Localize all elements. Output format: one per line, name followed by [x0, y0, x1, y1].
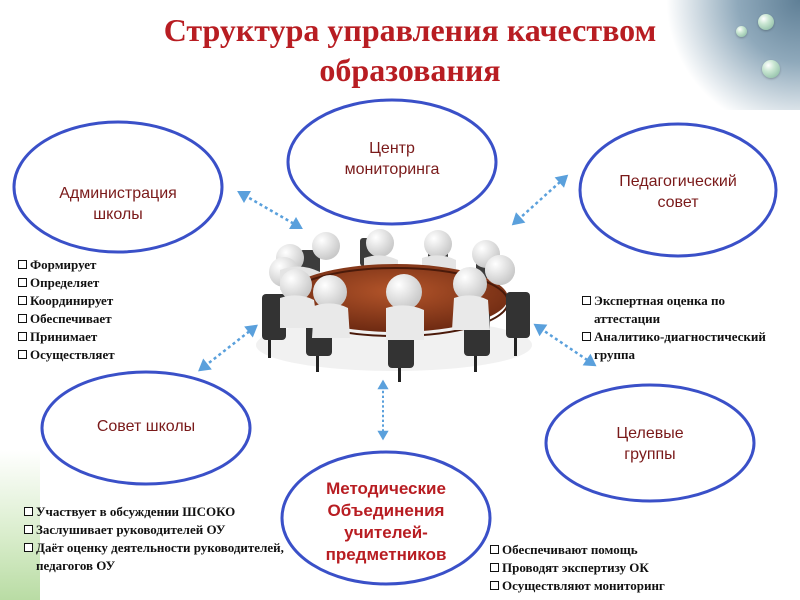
list-item-text: Даёт оценку деятельности руководителей, …	[36, 540, 284, 573]
node-target-groups-line-2: группы	[624, 446, 676, 463]
title-line-1: Структура управления качеством	[163, 12, 657, 48]
list-item: Принимает	[18, 328, 198, 346]
ellipse-pedsovet	[578, 122, 778, 258]
list-item-text: Обеспечивают помощь	[502, 542, 638, 557]
list-item: Даёт оценку деятельности руководителей, …	[24, 539, 286, 575]
list-item: Проводят экспертизу ОК	[490, 559, 740, 577]
node-method-line-2: Объединения	[327, 501, 445, 520]
checkbox-bullet-icon	[18, 296, 27, 305]
water-drop	[758, 14, 774, 30]
arrow-school-center	[192, 317, 264, 379]
list-item-text: Участвует в обсуждении ШСОКО	[36, 504, 236, 519]
list-item-text: Осуществляет	[30, 347, 115, 362]
node-pedsovet-label: Педагогический совет	[588, 171, 768, 213]
ellipse-monitoring	[286, 98, 498, 226]
node-admin-line-2: школы	[93, 206, 143, 223]
node-method-line-1: Методические	[326, 479, 446, 498]
list-item-text: Обеспечивает	[30, 311, 112, 326]
list-item: Координирует	[18, 292, 198, 310]
node-school-council-label: Совет школы	[56, 416, 236, 437]
list-item: Заслушивает руководителей ОУ	[24, 521, 286, 539]
list-item-text: Заслушивает руководителей ОУ	[36, 522, 226, 537]
list-item: Аналитико-диагностический группа	[582, 328, 792, 364]
admin-functions-list: Формирует Определяет Координирует Обеспе…	[18, 256, 198, 364]
list-item: Формирует	[18, 256, 198, 274]
checkbox-bullet-icon	[490, 581, 499, 590]
list-item: Экспертная оценка по аттестации	[582, 292, 792, 328]
node-admin-label: Администрация школы	[28, 183, 208, 225]
list-item: Участвует в обсуждении ШСОКО	[24, 503, 286, 521]
list-item: Осуществляет	[18, 346, 198, 364]
checkbox-bullet-icon	[18, 260, 27, 269]
ellipse-admin	[12, 120, 224, 254]
node-monitoring-label: Центр мониторинга	[302, 138, 482, 180]
meeting-table-illustration	[256, 229, 532, 382]
checkbox-bullet-icon	[24, 543, 33, 552]
arrow-pedsovet-center	[505, 168, 575, 232]
title-line-2: образования	[319, 52, 501, 88]
checkbox-bullet-icon	[18, 332, 27, 341]
checkbox-bullet-icon	[490, 545, 499, 554]
node-target-groups-label: Целевые группы	[560, 423, 740, 465]
node-monitoring-line-1: Центр	[369, 140, 415, 157]
list-item-text: Координирует	[30, 293, 114, 308]
checkbox-bullet-icon	[18, 278, 27, 287]
checkbox-bullet-icon	[490, 563, 499, 572]
node-pedsovet-line-2: совет	[657, 194, 699, 211]
arrow-method-center	[376, 378, 390, 442]
background-green-corner	[0, 450, 40, 600]
target-groups-functions-list: Обеспечивают помощь Проводят экспертизу …	[490, 541, 740, 595]
pedsovet-functions-list: Экспертная оценка по аттестации Аналитик…	[582, 292, 792, 364]
arrow-admin-center	[232, 183, 308, 237]
list-item: Обеспечивает	[18, 310, 198, 328]
list-item-text: Определяет	[30, 275, 100, 290]
list-item-text: Осуществляют мониторинг	[502, 578, 665, 593]
list-item-text: Аналитико-диагностический группа	[594, 329, 766, 362]
checkbox-bullet-icon	[24, 525, 33, 534]
background-blue-corner	[660, 0, 800, 110]
water-drop	[736, 26, 747, 37]
checkbox-bullet-icon	[18, 350, 27, 359]
ellipse-school-council	[40, 370, 252, 486]
checkbox-bullet-icon	[582, 296, 591, 305]
ellipse-method	[280, 450, 492, 586]
page-title: Структура управления качеством образован…	[60, 10, 760, 90]
list-item-text: Принимает	[30, 329, 98, 344]
node-school-council-line-1: Совет школы	[96, 418, 196, 435]
list-item: Обеспечивают помощь	[490, 541, 740, 559]
school-council-functions-list: Участвует в обсуждении ШСОКО Заслушивает…	[24, 503, 286, 575]
node-method-line-3: учителей-	[344, 523, 428, 542]
water-drop	[762, 60, 780, 78]
node-monitoring-line-2: мониторинга	[344, 161, 440, 178]
list-item-text: Формирует	[30, 257, 97, 272]
node-admin-line-1: Администрация	[59, 185, 177, 202]
node-pedsovet-line-1: Педагогический	[619, 173, 737, 190]
list-item: Осуществляют мониторинг	[490, 577, 740, 595]
list-item-text: Экспертная оценка по аттестации	[594, 293, 726, 326]
checkbox-bullet-icon	[18, 314, 27, 323]
list-item: Определяет	[18, 274, 198, 292]
node-target-groups-line-1: Целевые	[616, 425, 684, 442]
node-method-label: Методические Объединения учителей- предм…	[296, 478, 476, 566]
list-item-text: Проводят экспертизу ОК	[502, 560, 649, 575]
node-method-line-4: предметников	[325, 545, 447, 564]
ellipse-target-groups	[544, 383, 756, 503]
checkbox-bullet-icon	[582, 332, 591, 341]
checkbox-bullet-icon	[24, 507, 33, 516]
